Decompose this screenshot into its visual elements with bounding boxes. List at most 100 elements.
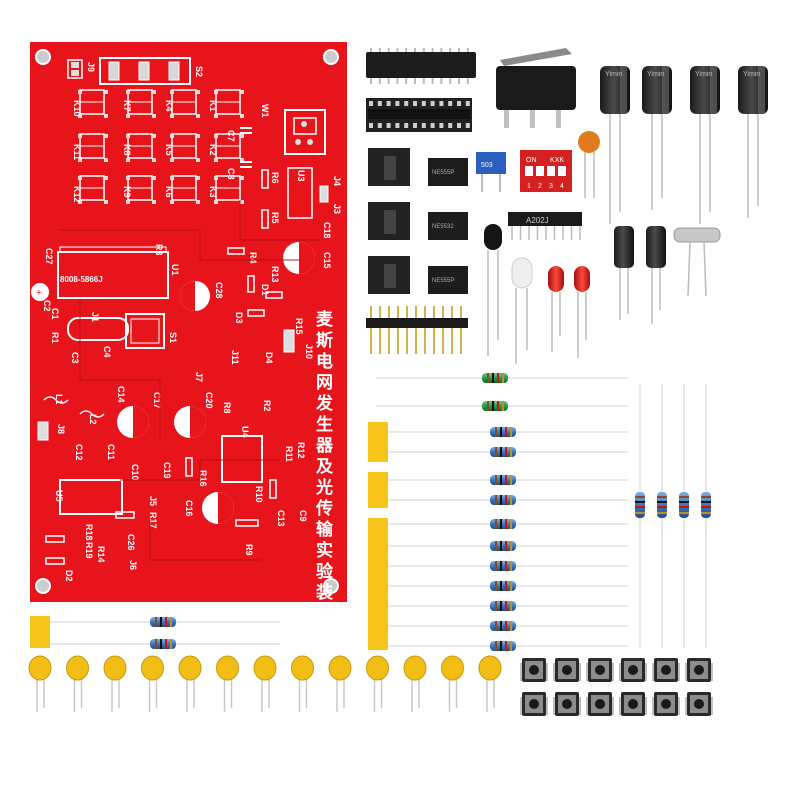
dip-switch-on-label: ON [526,157,537,164]
resistor [490,475,516,485]
electrolytic-c20-footprint [174,406,206,438]
dip-switch: ON KXK 1 2 3 4 [520,150,572,192]
label-k6: K6 [164,186,174,198]
key-footprint [126,133,156,162]
label-r6: R6 [270,172,280,184]
label-k8: K8 [122,144,132,156]
tactile-button [652,658,680,682]
ceramic-capacitor [403,655,427,712]
label-c27: C27 [44,248,54,265]
led-clear [511,257,533,364]
label-j9: J9 [86,62,96,72]
label-c3: C3 [70,352,80,364]
label-k2: K2 [208,144,218,156]
label-k11: K11 [72,144,82,160]
resistors-vertical [635,492,711,518]
pcb-vertical-title: 麦斯电网发生器及光传输实验装置 [312,309,334,625]
label-r11: R11 [284,446,294,462]
resistor-network-label: A202J [526,216,549,225]
resistor [490,447,516,457]
svg-text:4: 4 [560,183,564,190]
electrolytic-small-2 [646,226,666,324]
tactile-button [553,658,581,682]
cap-c7-c8-footprints [240,127,252,168]
ceramic-capacitors-row [28,655,502,712]
label-c15: C15 [322,252,332,269]
key-footprint [78,175,108,204]
capacitor-brand-label: Yimin [695,71,712,78]
capacitor-brand-label: Yimin [647,71,664,78]
label-l2: L2 [88,414,98,425]
pcb-body [30,42,347,602]
electrolytic-capacitor: Yimin [690,66,720,224]
resistor [482,373,508,383]
key-footprint [170,89,200,118]
mounting-holes [35,49,339,594]
label-r13: R13 [270,266,280,283]
label-u4: U4 [240,426,250,438]
label-c1: C1 [50,308,60,320]
label-c12: C12 [74,444,84,461]
resistor [490,621,516,631]
label-c16: C16 [184,500,194,517]
capacitor-brand-label: Yimin [743,71,760,78]
electrolytic-capacitor: Yimin [738,66,768,218]
label-c4: C4 [102,346,112,358]
label-j8: J8 [56,424,66,434]
tactile-button [652,692,680,716]
trimmer-potentiometer: 503 [476,152,506,192]
label-c2: C2 [42,300,52,312]
ic-dip8-3-label: NE555P [432,278,454,284]
ic-u5-footprint [59,479,123,515]
label-c11: C11 [106,444,116,460]
switch-s1-footprint [125,313,165,349]
label-k5: K5 [164,144,174,156]
socket-dip24 [366,98,472,132]
label-k10: K10 [72,100,82,117]
key-footprint [78,133,108,162]
led-red-2 [574,266,590,358]
label-c13: C13 [276,510,286,527]
label-s2: S2 [194,66,204,77]
tape-strips [30,422,388,650]
label-r8: R8 [222,402,232,414]
ceramic-capacitor [366,655,389,712]
label-j5: J5 [148,496,158,506]
ceramic-capacitor [253,655,277,712]
label-w1: W1 [260,104,270,118]
ic-dip8-2: NE5532 [428,212,468,240]
label-k1: K1 [208,100,218,112]
header-j8 [37,421,49,441]
dip-switch-kxk-label: KXK [550,157,564,164]
pcb-traces [60,200,320,561]
resistor [490,541,516,551]
header-j3-j4 [319,185,329,203]
ceramic-capacitor [66,655,89,712]
micro-switch [496,48,576,128]
resistor [490,519,516,529]
electrolytic-c16-footprint [202,492,234,524]
svg-text:+: + [36,288,42,299]
resistor [150,617,176,627]
resistor [490,641,516,651]
potentiometer-w1-footprint [284,109,326,155]
ic-u4-footprint [221,435,263,483]
label-j4: J4 [332,176,342,186]
keypad-footprints [78,89,244,204]
label-c8: C8 [226,168,236,180]
tactile-button [553,692,581,716]
ic-u3-footprint [287,167,313,219]
label-r16: R16 [198,470,208,487]
ceramic-capacitor-orange [578,131,600,198]
label-r10: R10 [254,486,264,503]
label-c28: C28 [214,282,224,299]
tactile-button [520,658,548,682]
diode-d1-d3 [247,275,265,317]
label-r14: R14 [96,546,106,563]
resistor-vertical [635,492,645,518]
label-s1: S1 [168,332,178,343]
tactile-button [619,658,647,682]
trimmer-label: 503 [481,162,493,169]
socket-dip8-2 [368,202,410,240]
label-k9: K9 [122,186,132,198]
